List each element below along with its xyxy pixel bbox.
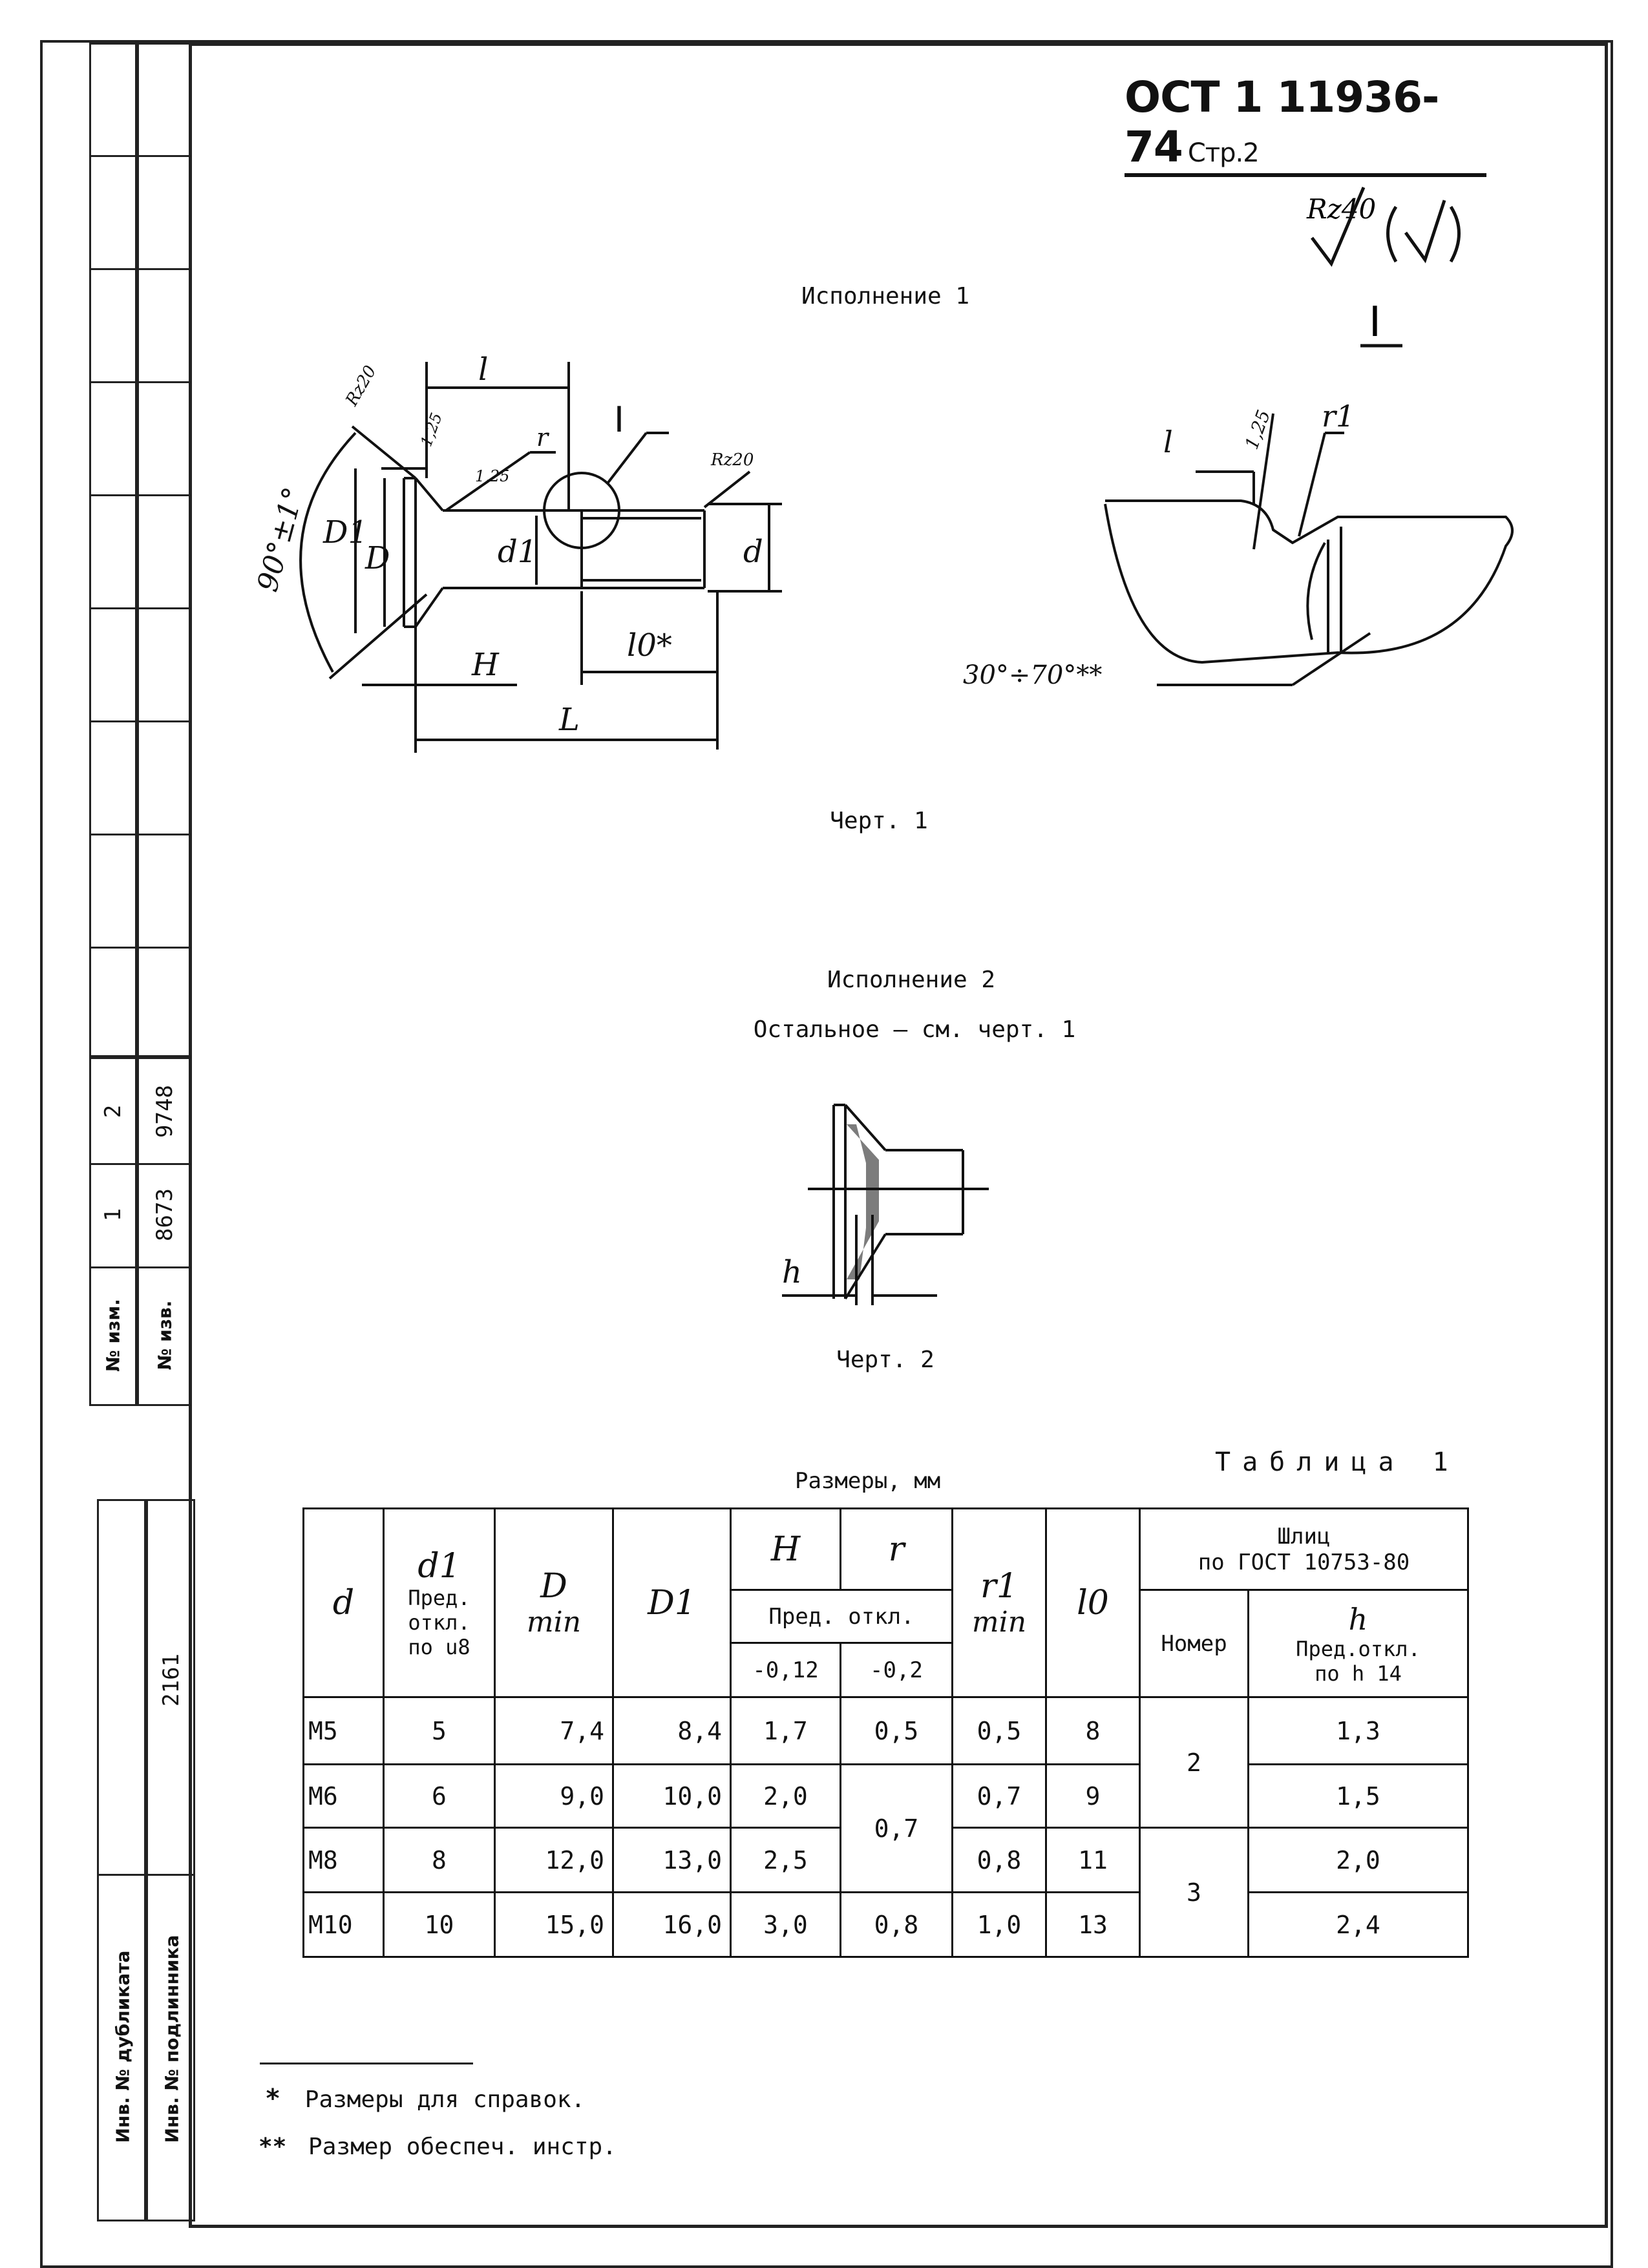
header-pred-otkl: Пред. откл. — [730, 1589, 953, 1644]
notice-no-label: № изв. — [154, 1300, 176, 1370]
duplicate-inv-label: Инв. № дубликата — [112, 1950, 134, 2143]
header-d1: d1 Пред. откл. по u8 — [383, 1507, 496, 1698]
label-rz20b: Rz20 — [710, 450, 754, 470]
header-r-tol: -0,2 — [840, 1642, 953, 1698]
label-chamfer-b: 1,25 — [475, 467, 509, 485]
roughness-symbol: Rz40 I — [1306, 187, 1461, 348]
standard-code-text: ОСТ 1 11936-74 — [1125, 72, 1439, 172]
label-rz20a: Rz20 — [342, 362, 381, 410]
label-D1: D1 — [322, 514, 368, 551]
slot-number-2: 3 — [1139, 1827, 1249, 1958]
drawing-detail-I: l r1 1,25 30°÷70°** — [963, 399, 1514, 690]
header-D: D min — [494, 1507, 614, 1698]
header-r1: r1 min — [951, 1507, 1047, 1698]
variant1-caption: Исполнение 1 — [801, 283, 970, 310]
roughness-value: Rz40 — [1306, 193, 1376, 225]
header-H-tol: -0,12 — [730, 1642, 841, 1698]
label-L: L — [558, 702, 580, 738]
detail-label-angle: 30°÷70°** — [963, 660, 1102, 690]
header-number: Номер — [1139, 1589, 1249, 1698]
label-d: d — [743, 534, 763, 570]
change-no-2: 2 — [100, 1104, 126, 1118]
r-merged-value: 0,7 — [840, 1763, 953, 1893]
variant2-note: Остальное – см. черт. 1 — [753, 1016, 1076, 1043]
footnote-rule — [260, 2063, 473, 2064]
table-row: M8 8 12,0 13,0 2,5 0,8 11 3 2,0 — [302, 1827, 1469, 1958]
header-l0: l0 — [1045, 1507, 1141, 1698]
table-row: M6 6 9,0 10,0 2,0 0,7 0,7 9 1,5 — [302, 1763, 1469, 1893]
variant2-caption: Исполнение 2 — [827, 967, 996, 993]
page-number: Стр.2 — [1187, 138, 1260, 168]
label-D: D — [364, 540, 390, 576]
detail-label-l: l — [1163, 425, 1173, 459]
dimensions-table: d d1 Пред. откл. по u8 D min D1 H r r1 m… — [302, 1507, 1469, 1958]
footnote-2: ** Размер обеспеч. инстр. — [259, 2134, 617, 2160]
header-slot: Шлиц по ГОСТ 10753-80 — [1139, 1507, 1469, 1591]
table-row: M5 5 7,4 8,4 1,7 0,5 0,5 8 2 1,3 — [302, 1696, 1469, 1829]
drawing-1-caption: Черт. 1 — [830, 808, 928, 834]
table-row: M10 10 15,0 16,0 3,0 0,8 1,0 13 2,4 — [302, 1891, 1469, 1958]
change-no-label: № изм. — [102, 1299, 124, 1372]
slot-number-1: 2 — [1139, 1696, 1249, 1829]
header-r: r — [840, 1507, 953, 1591]
footnote-1: * Размеры для справок. — [265, 2084, 586, 2114]
drawing-2-caption: Черт. 2 — [836, 1347, 935, 1373]
label-r: r — [536, 423, 550, 452]
table-title: Таблица 1 — [1215, 1447, 1460, 1477]
label-d1: d1 — [498, 534, 537, 570]
label-l: l — [478, 352, 488, 388]
header-h: h Пред.откл. по h 14 — [1247, 1589, 1469, 1698]
header-d: d — [302, 1507, 385, 1698]
detail-marker: I — [1369, 299, 1381, 346]
detail-label-r1: r1 — [1322, 399, 1355, 434]
notice-no-1: 8673 — [152, 1188, 178, 1241]
drawing-1-screw: l r D D1 d1 d H L l0* I 90°±1° Rz20 Rz20… — [251, 352, 782, 753]
detail-mark-label: I — [614, 399, 624, 440]
outer-frame — [40, 40, 1613, 2268]
original-inv-label: Инв. № подлинника — [161, 1935, 183, 2143]
header-D1: D1 — [612, 1507, 732, 1698]
table-units: Размеры, мм — [795, 1468, 941, 1494]
drawing-2-screw-head: h — [782, 1104, 989, 1305]
header-H: H — [730, 1507, 841, 1591]
label-h: h — [782, 1254, 802, 1290]
original-inv-number: 2161 — [158, 1654, 184, 1706]
label-l0: l0* — [627, 627, 672, 664]
change-no-1: 1 — [100, 1208, 126, 1222]
label-H: H — [471, 647, 500, 683]
label-chamfer-a: 1,25 — [417, 410, 446, 449]
notice-no-2: 9748 — [152, 1085, 178, 1138]
